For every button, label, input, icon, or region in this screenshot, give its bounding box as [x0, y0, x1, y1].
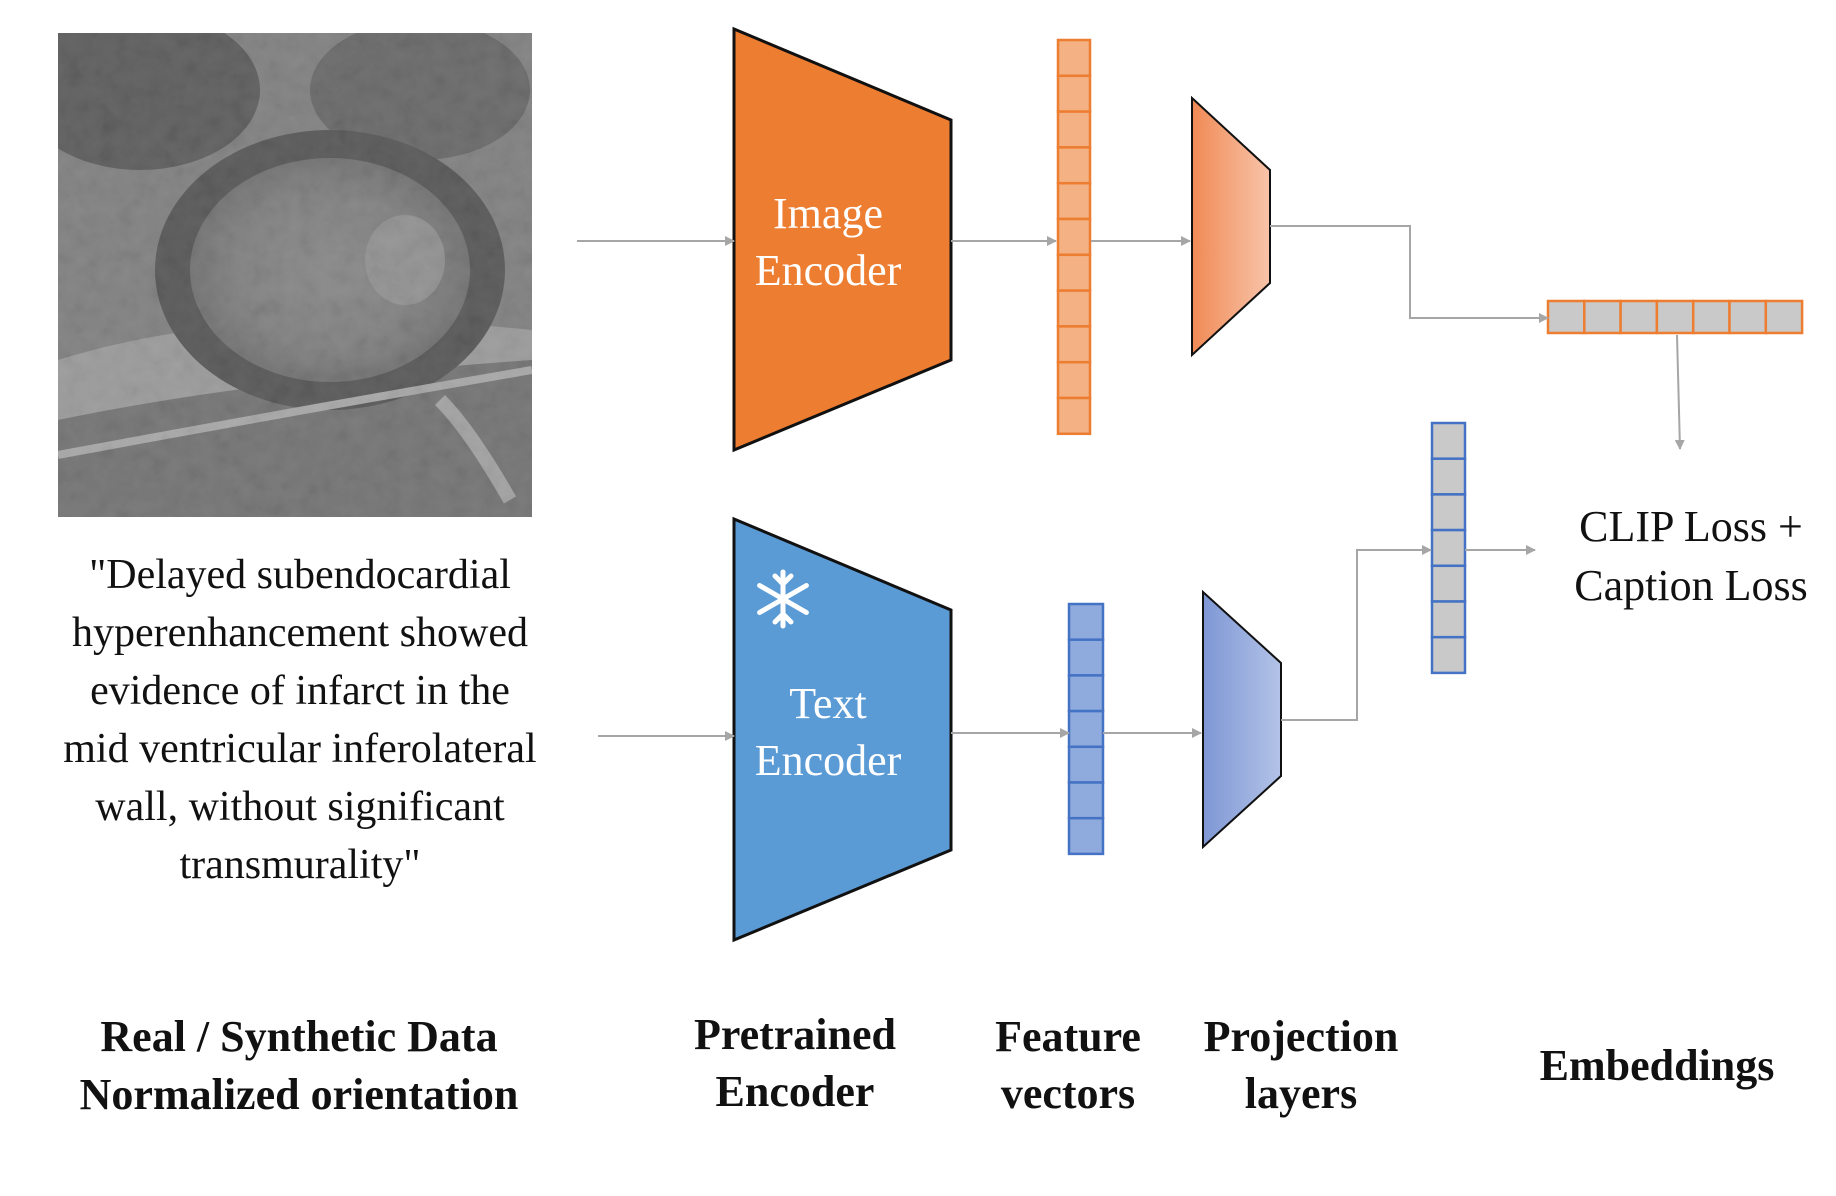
image-encoder: Image Encoder	[732, 26, 953, 453]
vector-cell	[1583, 299, 1622, 335]
image-projection-layer	[1191, 95, 1271, 358]
caption-line: wall, without significant	[95, 784, 505, 830]
text-embedding	[1430, 421, 1467, 675]
svg-text:Caption Loss: Caption Loss	[1574, 561, 1807, 610]
vector-cell	[1067, 816, 1105, 856]
vector-cell	[1056, 38, 1092, 78]
vector-cell	[1067, 745, 1105, 784]
vector-cell	[1430, 421, 1467, 460]
vector-cell	[1056, 360, 1092, 400]
vector-cell	[1067, 602, 1105, 641]
column-label-projection: layers	[1245, 1069, 1357, 1118]
vector-cell	[1655, 299, 1695, 335]
vector-cell	[1430, 600, 1467, 639]
vector-cell	[1430, 635, 1467, 675]
image-encoder-label: Image	[773, 189, 883, 238]
report-caption: "Delayed subendocardial hyperenhancement…	[63, 552, 536, 888]
text-projection-layer	[1202, 589, 1282, 850]
vector-cell	[1056, 325, 1092, 364]
text-feature-vector	[1067, 602, 1105, 856]
connectors	[577, 225, 1685, 741]
arrow-projection-to-embedding	[1270, 225, 1549, 323]
vector-cell	[1056, 74, 1092, 113]
vector-cell	[1056, 396, 1092, 436]
vector-cell	[1067, 781, 1105, 820]
column-label-features: vectors	[1001, 1069, 1135, 1118]
vector-cell	[1764, 299, 1804, 335]
caption-line: hyperenhancement showed	[72, 610, 528, 656]
column-label-encoder: Encoder	[716, 1067, 875, 1116]
caption-line: transmurality"	[179, 842, 420, 888]
vector-cell	[1430, 564, 1467, 603]
column-label-encoder: Pretrained	[694, 1010, 896, 1059]
mri-image	[58, 33, 532, 517]
vector-cell	[1056, 146, 1092, 185]
svg-text:CLIP Loss +: CLIP Loss +	[1579, 502, 1803, 551]
column-label-features: Feature	[995, 1012, 1141, 1061]
column-labels: Real / Synthetic Data Normalized orienta…	[80, 1010, 1775, 1119]
caption-line: evidence of infarct in the	[90, 668, 510, 714]
vector-cell	[1056, 289, 1092, 328]
arrow-text-projection-to-embedding	[1281, 545, 1432, 721]
loss-label: CLIP Loss + Caption Loss	[1574, 502, 1807, 610]
vector-cell	[1728, 299, 1768, 335]
vector-cell	[1691, 299, 1731, 335]
image-encoder-label: Encoder	[755, 246, 902, 295]
vector-cell	[1067, 638, 1105, 677]
vector-cell	[1067, 709, 1105, 749]
vector-cell	[1619, 299, 1659, 335]
vector-cell	[1430, 457, 1467, 496]
caption-line: "Delayed subendocardial	[89, 552, 511, 598]
vector-cell	[1430, 493, 1467, 532]
text-encoder: Text Encoder	[732, 516, 953, 943]
image-embedding	[1546, 299, 1804, 335]
text-encoder-label: Text	[789, 679, 867, 728]
caption-line: mid ventricular inferolateral	[63, 726, 536, 772]
column-label-data: Real / Synthetic Data	[100, 1012, 497, 1061]
text-encoder-label: Encoder	[755, 736, 902, 785]
vector-cell	[1546, 299, 1586, 335]
vector-cell	[1056, 181, 1092, 221]
vector-cell	[1056, 110, 1092, 149]
column-label-embeddings: Embeddings	[1540, 1041, 1775, 1090]
vector-cell	[1056, 217, 1092, 257]
column-label-projection: Projection	[1204, 1012, 1399, 1061]
arrow-embedding-to-loss	[1674, 334, 1685, 450]
vector-cell	[1056, 253, 1092, 292]
vector-cell	[1067, 674, 1105, 713]
image-feature-vector	[1056, 38, 1092, 436]
snowflake-icon	[757, 569, 809, 629]
column-label-data: Normalized orientation	[80, 1070, 519, 1119]
vector-cell	[1430, 528, 1467, 568]
